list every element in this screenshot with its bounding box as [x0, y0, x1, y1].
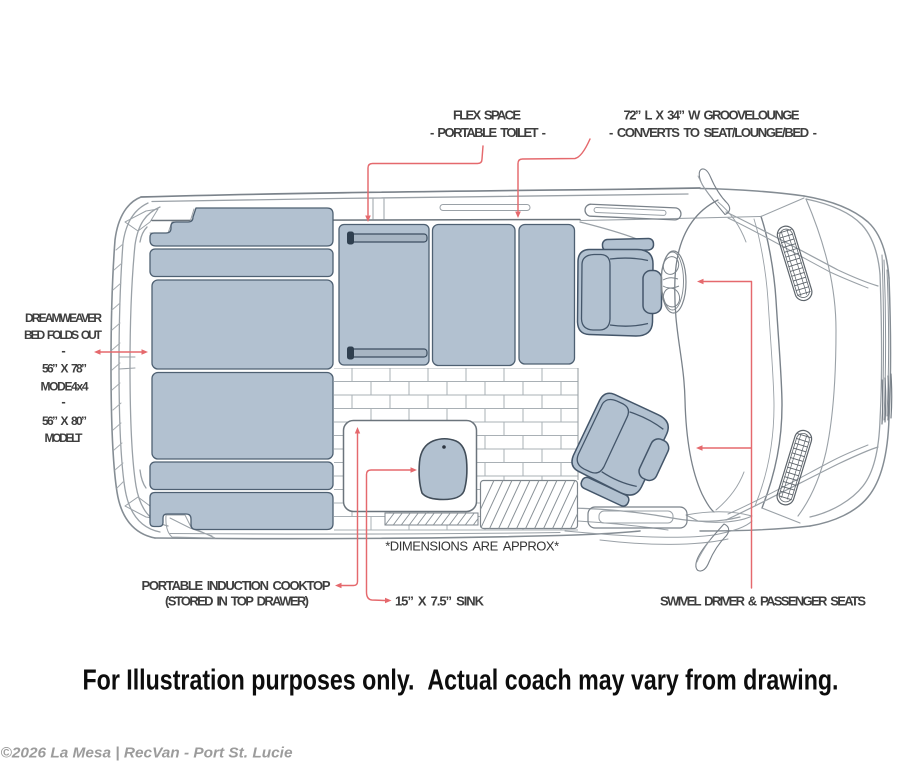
svg-text:72” L X 34” W GROOVELOUNGE: 72” L X 34” W GROOVELOUNGE: [624, 108, 800, 123]
svg-text:MODELT: MODELT: [45, 431, 84, 445]
svg-text:- CONVERTS TO SEAT/LOUNGE/BED: - CONVERTS TO SEAT/LOUNGE/BED -: [609, 125, 817, 140]
svg-text:BED FOLDS OUT: BED FOLDS OUT: [24, 328, 103, 342]
svg-text:DREAMWEAVER: DREAMWEAVER: [25, 311, 102, 325]
svg-text:-: -: [61, 394, 65, 409]
svg-text:*DIMENSIONS ARE APPROX*: *DIMENSIONS ARE APPROX*: [385, 539, 560, 554]
svg-text:15” X 7.5” SINK: 15” X 7.5” SINK: [395, 594, 485, 609]
svg-text:(STORED IN TOP DRAWER): (STORED IN TOP DRAWER): [165, 594, 309, 609]
svg-text:PORTABLE INDUCTION COOKTOP: PORTABLE INDUCTION COOKTOP: [142, 578, 331, 593]
svg-text:56” X 78”: 56” X 78”: [42, 362, 87, 376]
svg-text:©2026 La Mesa | RecVan - Port: ©2026 La Mesa | RecVan - Port St. Lucie: [1, 745, 293, 762]
svg-text:FLEX SPACE: FLEX SPACE: [453, 108, 521, 123]
svg-text:MODE4x4: MODE4x4: [41, 380, 89, 394]
svg-text:- PORTABLE TOILET -: - PORTABLE TOILET -: [430, 125, 546, 140]
svg-text:56” X 80”: 56” X 80”: [42, 414, 87, 428]
svg-text:SWIVEL DRIVER & PASSENGER SEAT: SWIVEL DRIVER & PASSENGER SEATS: [660, 594, 866, 609]
svg-text:-: -: [61, 343, 65, 358]
svg-text:For Illustration purposes only: For Illustration purposes only. Actual c…: [83, 665, 839, 697]
